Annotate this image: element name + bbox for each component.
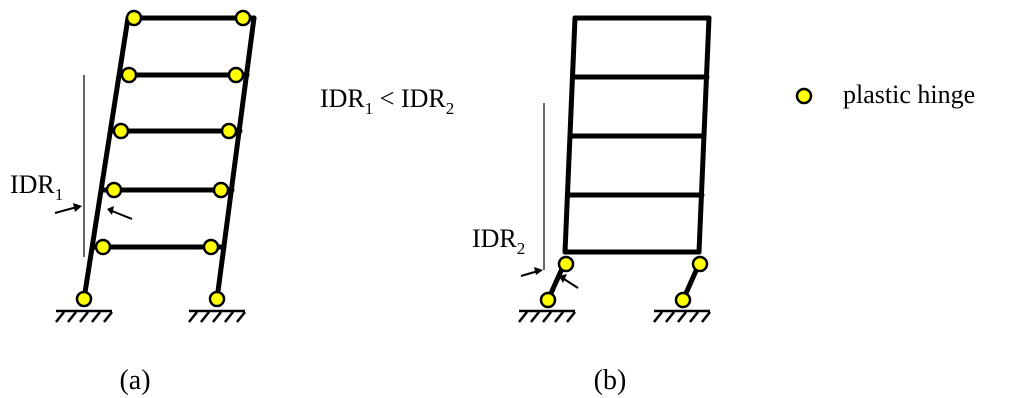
- frame-a-caption: (a): [119, 365, 150, 396]
- idr-relation: IDR1 < IDR2: [320, 84, 454, 118]
- plastic-hinge-icon: [125, 9, 143, 27]
- frame-b: IDR2 (b): [472, 15, 712, 396]
- frame-b-drift-arrows: [520, 267, 579, 289]
- frame-a-drift-label: IDR1: [10, 170, 63, 204]
- frame-a-drift-arrows: [54, 203, 133, 220]
- legend-label: plastic hinge: [843, 80, 975, 109]
- frame-b-caption: (b): [594, 365, 627, 396]
- plastic-hinge-icon: [202, 238, 220, 256]
- frame-a-right-column: [214, 15, 257, 302]
- plastic-hinge-icon: [674, 291, 692, 309]
- frame-a: IDR1 (a): [10, 9, 257, 396]
- plastic-hinge-icon: [75, 290, 93, 308]
- plastic-hinge-icon: [691, 255, 709, 273]
- plastic-hinge-icon: [120, 66, 138, 84]
- plastic-hinge-icon: [227, 66, 245, 84]
- plastic-hinge-icon: [234, 9, 252, 27]
- frame-a-left-column: [81, 15, 131, 302]
- frame-b-supports: [518, 309, 711, 323]
- plastic-hinge-icon: [105, 181, 123, 199]
- plastic-hinge-icon: [539, 291, 557, 309]
- legend: plastic hinge: [795, 80, 975, 109]
- frame-a-supports: [55, 309, 246, 323]
- frame-b-drift-label: IDR2: [472, 224, 525, 258]
- plastic-hinge-icon: [208, 290, 226, 308]
- plastic-hinge-icon: [795, 87, 813, 105]
- frame-b-hinges: [539, 255, 709, 309]
- plastic-hinge-icon: [212, 181, 230, 199]
- plastic-hinge-icon: [220, 122, 238, 140]
- plastic-hinge-icon: [112, 122, 130, 140]
- plastic-hinge-icon: [557, 255, 575, 273]
- frame-a-hinges: [75, 9, 252, 308]
- plastic-hinge-icon: [94, 238, 112, 256]
